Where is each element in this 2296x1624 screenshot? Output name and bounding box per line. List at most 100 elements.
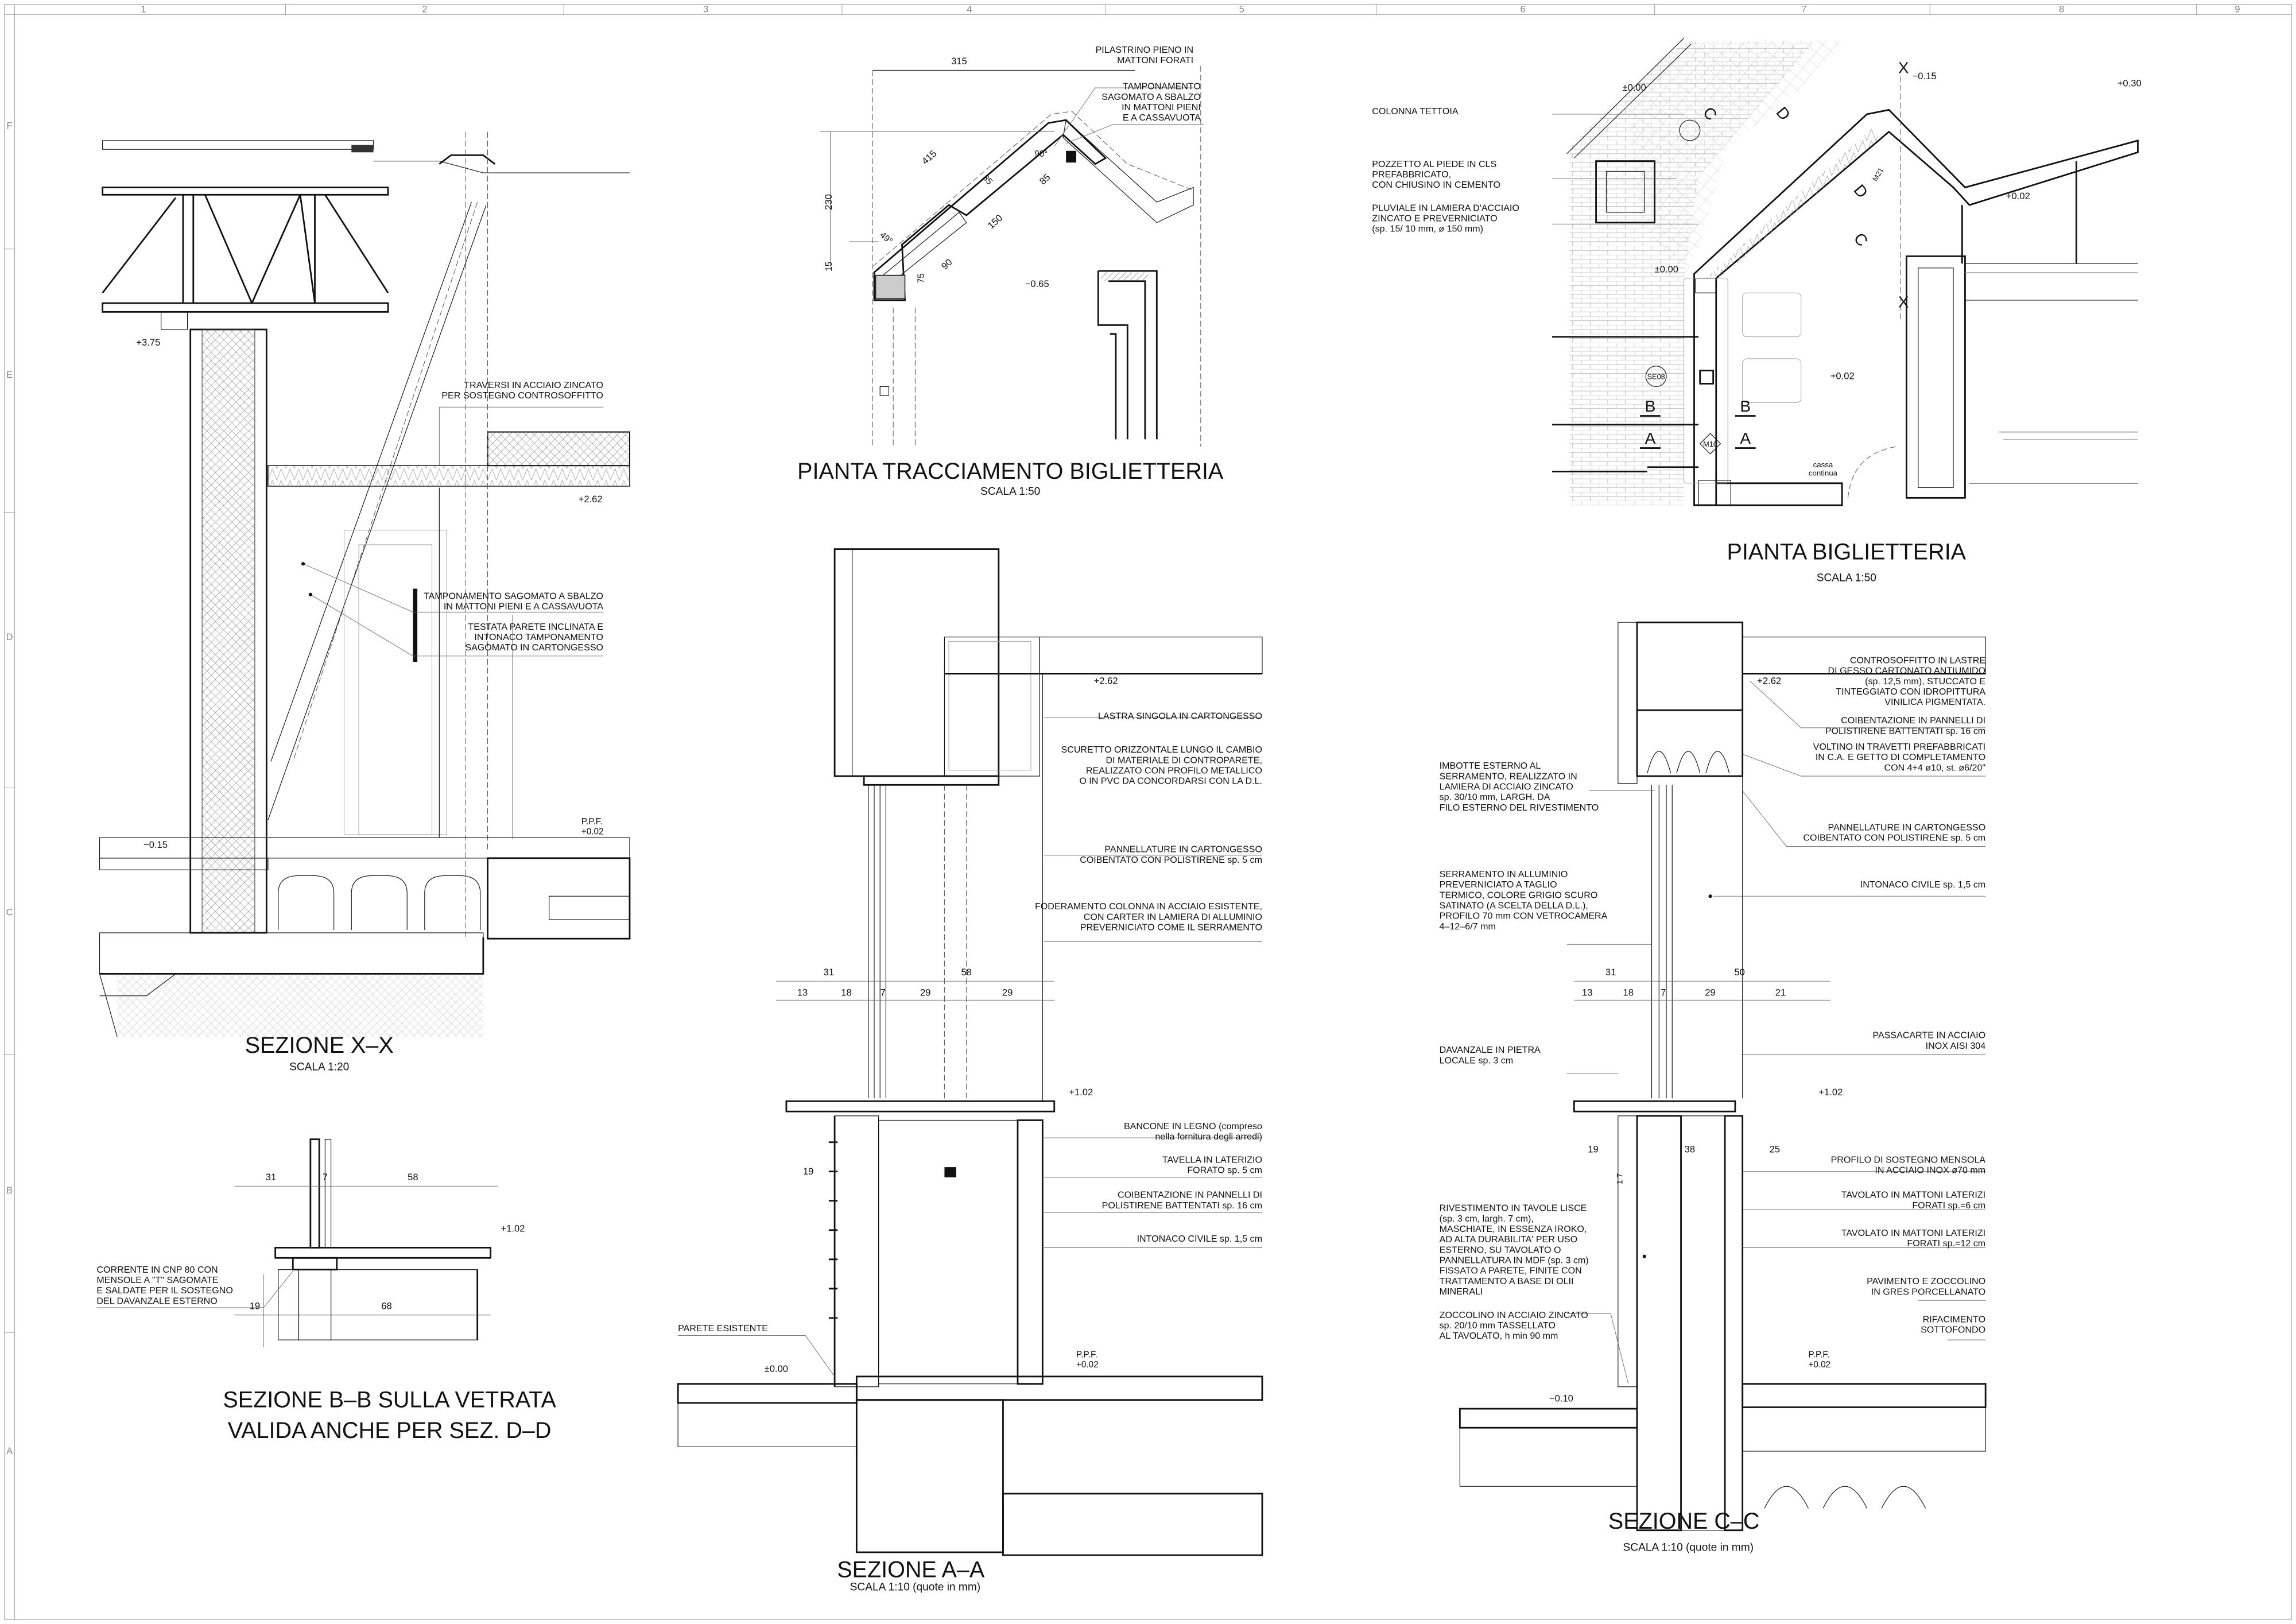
label-line: COIBENTATO CON POLISTIRENE sp. 5 cm [1803,833,1985,843]
label-line: INTONACO TAMPONAMENTO [474,632,603,642]
grid-column-label: 6 [1520,4,1525,15]
label-line: cassa [1813,460,1833,469]
label-line: INTONACO CIVILE sp. 1,5 cm [1860,879,1985,890]
label-line: TESTATA PARETE INCLINATA E [468,622,603,632]
pianta-biglietteria-scale-label: SCALA 1:50 [1817,572,1876,584]
levels-ceiling-label: +2.62 [1757,675,1781,686]
label-line: IMBOTTE ESTERNO AL [1440,761,1541,771]
levels-l1-label: ±0.00 [1623,82,1646,93]
levels-floor-label: P.P.F.+0.02 [1808,1350,1830,1370]
label-line: DI GESSO CARTONATO ANTIUMIDO [1828,666,1986,676]
levels-top-label: +3.75 [136,337,160,348]
label-line: PREFABBRICATO, [1372,169,1451,180]
levels-outside-label: −0.10 [1549,1393,1573,1404]
levels-sill-label: +1.02 [501,1223,525,1234]
grid-row-label: C [6,906,13,917]
label-line: AD ALTA DURABILITA' PER USO [1440,1234,1578,1245]
label-line: INTONACO CIVILE sp. 1,5 cm [1137,1234,1262,1244]
dims-a49-label: 49° [878,230,894,246]
levels-floor-label: P.P.F.+0.02 [1076,1350,1099,1370]
label-line: POZZETTO AL PIEDE IN CLS [1372,159,1496,169]
grid-column-label: 2 [422,4,427,15]
label-line: +0.02 [581,827,604,836]
section-marks-a-label: A [1740,429,1751,447]
label-line: CORRENTE IN CNP 80 CON [96,1265,218,1275]
pianta-tracciamento-scale-label: SCALA 1:50 [980,486,1040,498]
sezione-aa-scale-label: SCALA 1:10 (quote in mm) [850,1581,980,1593]
dims-d35-label: 35 [980,173,994,187]
label-line: CONTROSOFFITTO IN LASTRE [1850,656,1985,666]
sheet-frame [4,4,2292,1620]
label-line: PILASTRINO PIENO IN [1096,45,1193,55]
dims-d21-label: 21 [1775,987,1786,998]
section-marks-b-label: B [1645,397,1656,415]
levels-sill-label: +1.02 [1818,1087,1843,1098]
label-line: BANCONE IN LEGNO (compreso [1124,1121,1262,1131]
label-line: (sp. 3 cm, largh. 7 cm), [1440,1214,1534,1224]
dims-d25-label: 25 [1770,1144,1780,1155]
grid-row-label: A [6,1445,13,1456]
label-line: FORATO sp. 5 cm [1187,1165,1262,1176]
label-line: PANNELLATURE IN CARTONGESSO [1104,844,1262,855]
levels-ceiling-label: +2.62 [579,494,603,505]
section-cc-drawing [1459,621,1987,1532]
dims-d17-label: 1 7 [1615,1173,1624,1185]
sezione-aa-title-label: SEZIONE A–A [837,1557,985,1582]
tags-se08-label: SE08 [1647,373,1665,381]
grid-column-label: 8 [2059,4,2064,15]
label-line: COIBENTAZIONE IN PANNELLI DI [1841,715,1985,726]
label-line: COIBENTATO CON POLISTIRENE sp. 5 cm [1080,855,1262,865]
label-line: TRAVERSI IN ACCIAIO ZINCATO [464,380,603,390]
sezione-xx-title-label: SEZIONE X–X [245,1033,394,1058]
label-line: IN GRES PORCELLANATO [1871,1286,1985,1297]
dims-d315-label: 315 [951,56,967,67]
dims-d7-label: 7 [1661,987,1666,998]
label-line: nella fornitura degli arredi) [1155,1131,1262,1142]
label-line: TRATTAMENTO A BASE DI OLII [1440,1276,1574,1286]
section-marks-d-label: D [1851,181,1872,201]
dims-d7-label: 7 [323,1172,328,1183]
label-line: PROFILO 70 mm CON VETROCAMERA [1440,911,1608,921]
levels-l2-label: −0.15 [1913,71,1937,82]
section-marks-a-label: A [1645,429,1656,447]
tags-m21-label: M21 [1871,166,1885,183]
pianta-tracciamento-title-label: PIANTA TRACCIAMENTO BIGLIETTERIA [797,459,1224,484]
levels-outside-label: ±0.00 [765,1363,788,1374]
label-line: COIBENTAZIONE IN PANNELLI DI [1118,1190,1262,1200]
label-line: sp. 20/10 mm TASSELLATO [1440,1320,1556,1331]
label-line: DI MATERIALE DI CONTROPARETE, [1106,755,1262,765]
label-line: PREVERNICIATO COME IL SERRAMENTO [1080,922,1262,932]
label-line: REALIZZATO CON PROFILO METALLICO [1086,766,1262,776]
label-line: POLISTIRENE BATTENTATI sp. 16 cm [1102,1200,1262,1211]
section-marks-x-label: X [1898,59,1909,77]
dims-d75-label: 75 [917,273,926,283]
sezione-bb-subtitle-label: VALIDA ANCHE PER SEZ. D–D [228,1418,552,1443]
label-line: sp. 30/10 mm, LARGH. DA [1440,792,1550,803]
grid-row-label: F [7,120,13,131]
label-line: SAGOMATO A SBALZO [1102,92,1201,102]
dims-d19-label: 19 [250,1301,260,1312]
notes-foderamento-label: FODERAMENTO COLONNA IN ACCIAIO ESISTENTE… [1035,901,1262,932]
levels-sill-label: +1.02 [1069,1087,1093,1098]
dims-a90-label: 90° [1034,149,1048,159]
levels-ceiling-label: +2.62 [1094,675,1118,686]
label-line: CON 4+4 ø10, st. ø6/20" [1884,762,1985,773]
label-line: LAMIERA DI ACCIAIO ZINCATO [1440,782,1573,792]
dims-d19-label: 19 [1588,1144,1598,1155]
label-line: 4–12–6/7 mm [1440,921,1496,932]
label-line: SATINATO (A SCELTA DELLA D.L.), [1440,900,1588,910]
notes-rivestimento-label: RIVESTIMENTO IN TAVOLE LISCE(sp. 3 cm, l… [1440,1203,1589,1297]
label-line: TAMPONAMENTO SAGOMATO A SBALZO [424,591,603,601]
